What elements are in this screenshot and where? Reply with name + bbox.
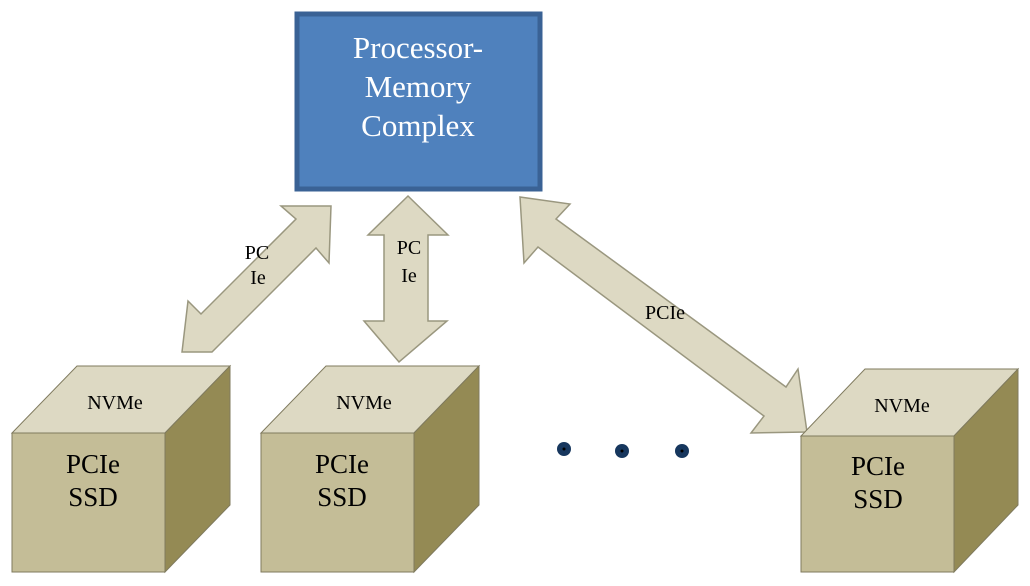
ssd-box-3: NVMe PCIe SSD [799, 367, 1020, 574]
processor-memory-complex: Processor- Memory Complex [294, 11, 543, 192]
ssd-3-label-line2: SSD [853, 484, 903, 514]
ssd-box-3-front [800, 435, 955, 573]
processor-label-line2: Memory [365, 69, 472, 104]
ssd-2-nvme-label: NVMe [336, 392, 392, 414]
pcie-link-middle: PC Ie [362, 194, 450, 364]
processor-label-line1: Processor- [353, 30, 483, 65]
ssd-box-1-front [11, 432, 166, 573]
ssd-3-nvme-label: NVMe [874, 395, 930, 417]
pcie-left-label-line2: Ie [250, 267, 266, 289]
processor-box [294, 11, 543, 192]
ssd-1-nvme-label: NVMe [87, 392, 143, 414]
ellipsis-dots [557, 442, 689, 458]
double-arrow-left [181, 205, 332, 353]
ssd-1-label-line2: SSD [68, 482, 118, 512]
ellipsis-dot-3-center [680, 449, 684, 453]
pcie-middle-label-line1: PC [397, 237, 421, 259]
ellipsis-dot-1-center [562, 447, 566, 451]
ssd-box-2: NVMe PCIe SSD [259, 364, 481, 574]
ssd-1-label-line1: PCIe [66, 449, 120, 479]
processor-label-line3: Complex [361, 108, 475, 143]
pcie-left-label-line1: PC [245, 242, 269, 264]
ssd-2-label-line1: PCIe [315, 449, 369, 479]
pcie-right-label: PCIe [645, 302, 685, 324]
ssd-3-label-line1: PCIe [851, 451, 905, 481]
ssd-box-1: NVMe PCIe SSD [10, 364, 232, 574]
double-arrow-middle [362, 194, 450, 364]
ellipsis-dot-2-center [620, 449, 624, 453]
pcie-middle-label-line2: Ie [401, 265, 417, 287]
pcie-link-left: PC Ie [181, 205, 332, 353]
ssd-2-label-line2: SSD [317, 482, 367, 512]
pcie-link-right: PCIe [519, 196, 808, 434]
ssd-box-2-front [260, 432, 415, 573]
